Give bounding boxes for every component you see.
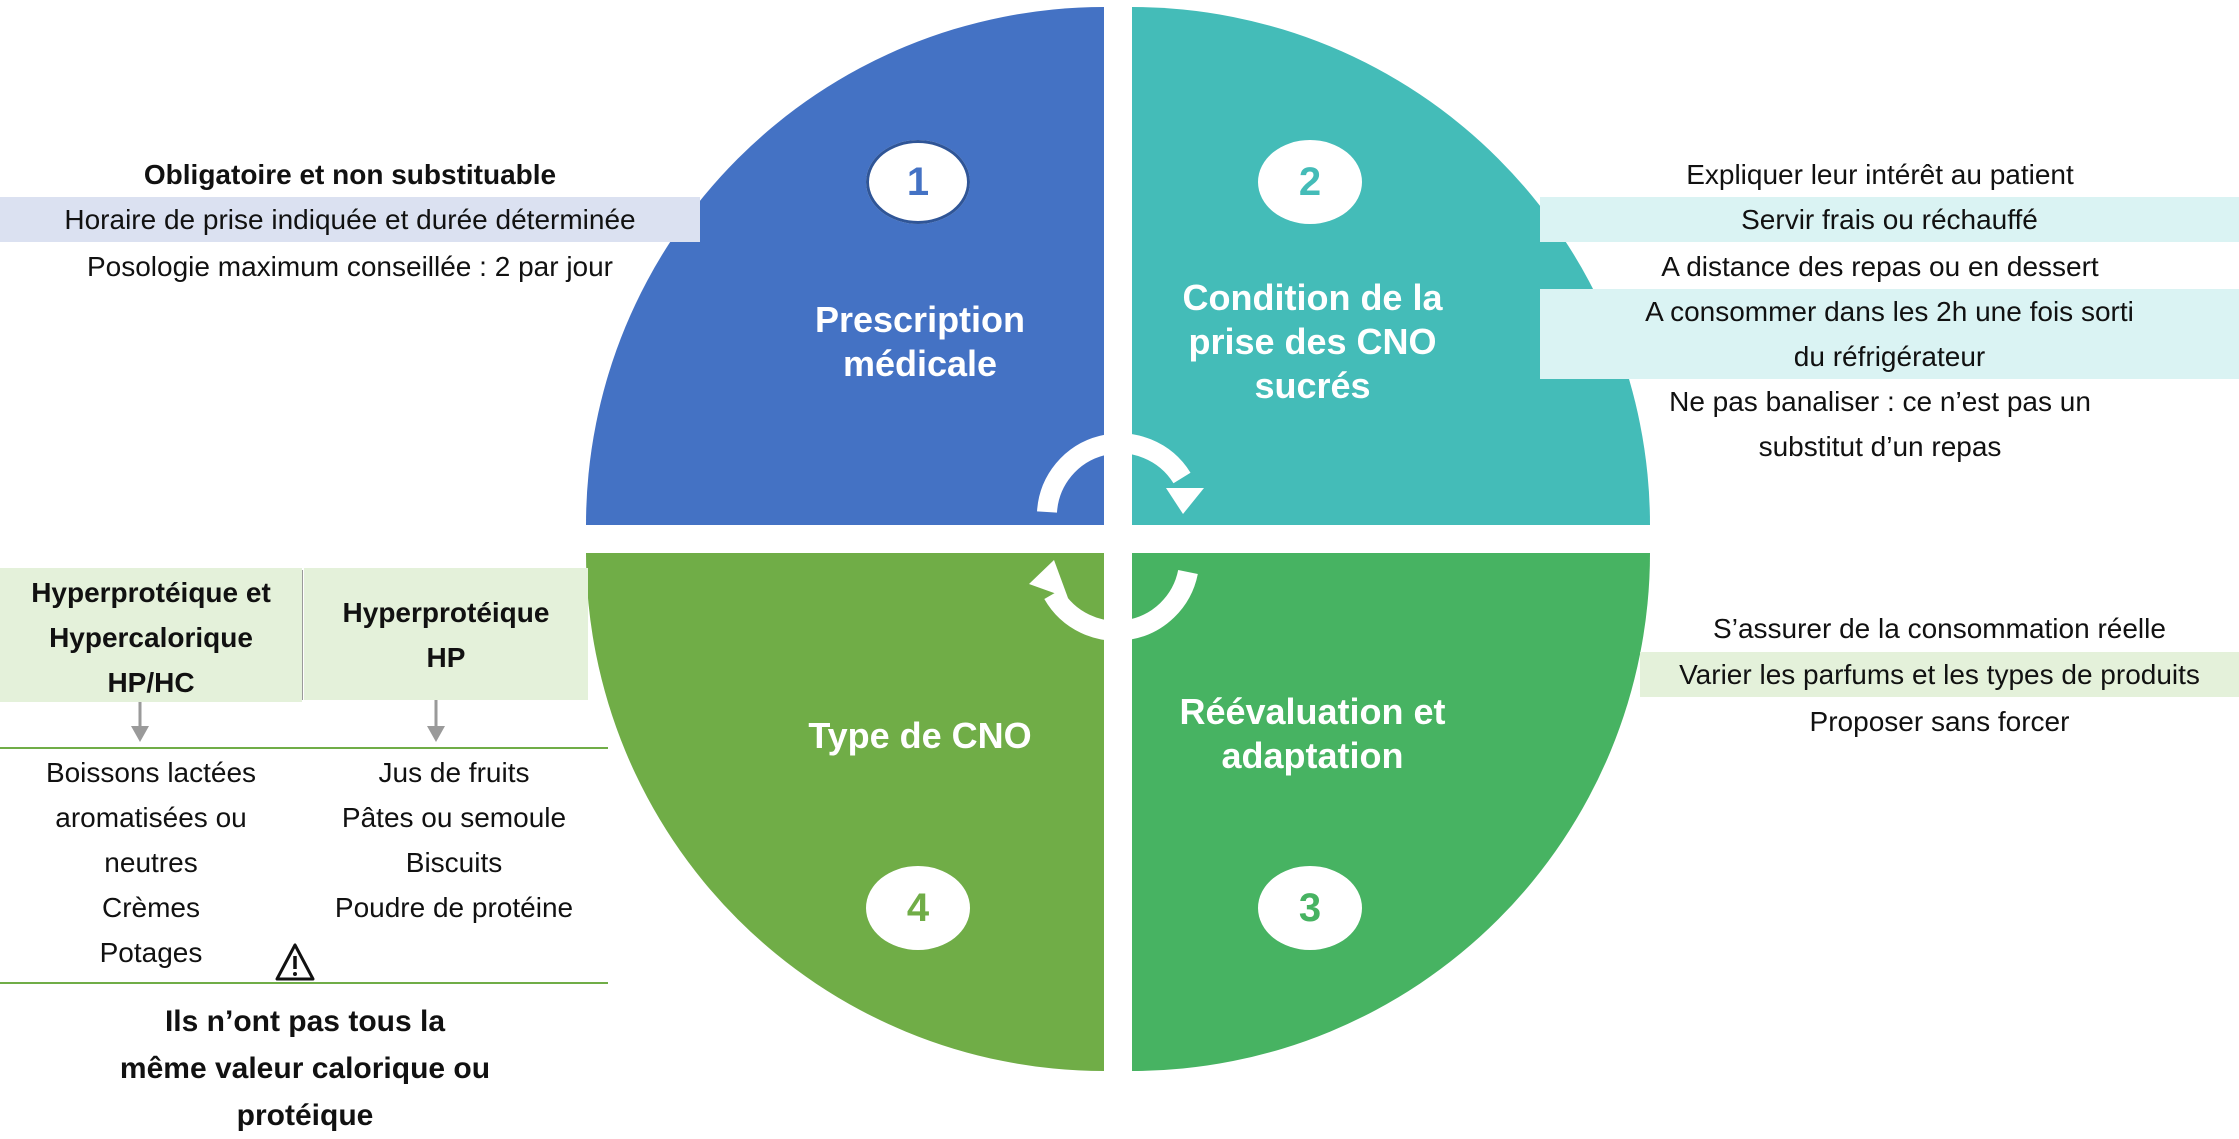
hp-hc-item-2: aromatisées ou (55, 802, 247, 833)
hp-item-4: Poudre de protéine (334, 892, 574, 923)
arrow-down-2-icon (427, 726, 445, 742)
quadrant-2-title-line: prise des CNO (1188, 321, 1437, 362)
hp-header-line: Hyperprotéique (342, 597, 550, 628)
hp-hc-header-line: HP/HC (107, 667, 195, 698)
quadrant-2-shape (1132, 7, 1650, 525)
right-top-line-6: Ne pas banaliser : ce n’est pas un (1669, 386, 2091, 417)
arrow-head-right-icon (1166, 488, 1204, 514)
quadrant-4-shape (586, 553, 1104, 1071)
arrow-down-1-icon (131, 726, 149, 742)
hp-hc-item-3: neutres (104, 847, 198, 878)
quadrant-2-title-line: Condition de la (1182, 277, 1443, 318)
left-top-line-2: Posologie maximum conseillée : 2 par jou… (86, 251, 614, 282)
right-top-line-1: Expliquer leur intérêt au patient (1686, 159, 2074, 190)
hp-hc-item-5: Potages (99, 937, 203, 968)
left-top-title: Obligatoire et non substituable (143, 159, 557, 190)
hp-header: Hyperprotéique HP (304, 568, 588, 700)
quadrant-2-title: Condition de la prise des CNO sucrés (1140, 276, 1485, 408)
cycle-arrows-icon (1037, 433, 1198, 641)
hp-item-1: Jus de fruits (378, 757, 530, 788)
warning-note-line: Ils n’ont pas tous la (164, 1005, 446, 1038)
quadrant-2-number: 2 (1258, 140, 1362, 224)
quadrant-2-title-line: sucrés (1254, 365, 1371, 406)
quadrant-1-number: 1 (866, 140, 970, 224)
hp-hc-header-line: Hyperprotéique et (31, 577, 271, 608)
hp-hc-item-4: Crèmes (101, 892, 200, 923)
quadrant-3-number: 3 (1258, 866, 1362, 950)
quadrant-3-title-line: Réévaluation et (1179, 691, 1446, 732)
hp-item-3: Biscuits (405, 847, 503, 878)
right-bottom-line-3: Proposer sans forcer (1809, 706, 2070, 737)
quadrant-4-title-line: Type de CNO (808, 715, 1032, 756)
right-top-line-3: A distance des repas ou en dessert (1661, 251, 2099, 282)
warning-note: Ils n’ont pas tous la même valeur calori… (40, 998, 570, 1139)
quadrant-3-title: Réévaluation et adaptation (1140, 690, 1485, 778)
quadrant-4-title: Type de CNO (770, 714, 1070, 758)
warning-note-line: protéique (236, 1099, 374, 1132)
quadrant-1-title-line: Prescription (814, 299, 1026, 340)
right-bottom-line-2: Varier les parfums et les types de produ… (1640, 652, 2239, 697)
quadrant-4-number: 4 (866, 866, 970, 950)
right-top-line-4: A consommer dans les 2h une fois sorti (1540, 289, 2239, 334)
hp-header-line: HP (426, 642, 466, 673)
quadrant-1-title-line: médicale (842, 343, 998, 384)
arrow-head-left-icon (1029, 560, 1068, 598)
right-top-line-5: du réfrigérateur (1540, 334, 2239, 379)
hp-hc-item-1: Boissons lactées (45, 757, 257, 788)
quadrant-3-shape (1132, 553, 1650, 1071)
right-top-line-2: Servir frais ou réchauffé (1540, 197, 2239, 242)
warning-triangle-icon (275, 943, 315, 981)
quadrant-1-shape (586, 7, 1104, 525)
warning-note-line: même valeur calorique ou (119, 1052, 491, 1085)
left-top-line-1: Horaire de prise indiquée et durée déter… (0, 197, 700, 242)
hp-hc-header-line: Hypercalorique (49, 622, 253, 653)
right-top-line-7: substitut d’un repas (1758, 431, 2002, 462)
quadrant-3-title-line: adaptation (1221, 735, 1404, 776)
quadrant-1-title: Prescription médicale (770, 298, 1070, 386)
right-bottom-line-1: S’assurer de la consommation réelle (1713, 613, 2166, 644)
hp-item-2: Pâtes ou semoule (341, 802, 567, 833)
hp-hc-header: Hyperprotéique et Hypercalorique HP/HC (0, 568, 302, 702)
